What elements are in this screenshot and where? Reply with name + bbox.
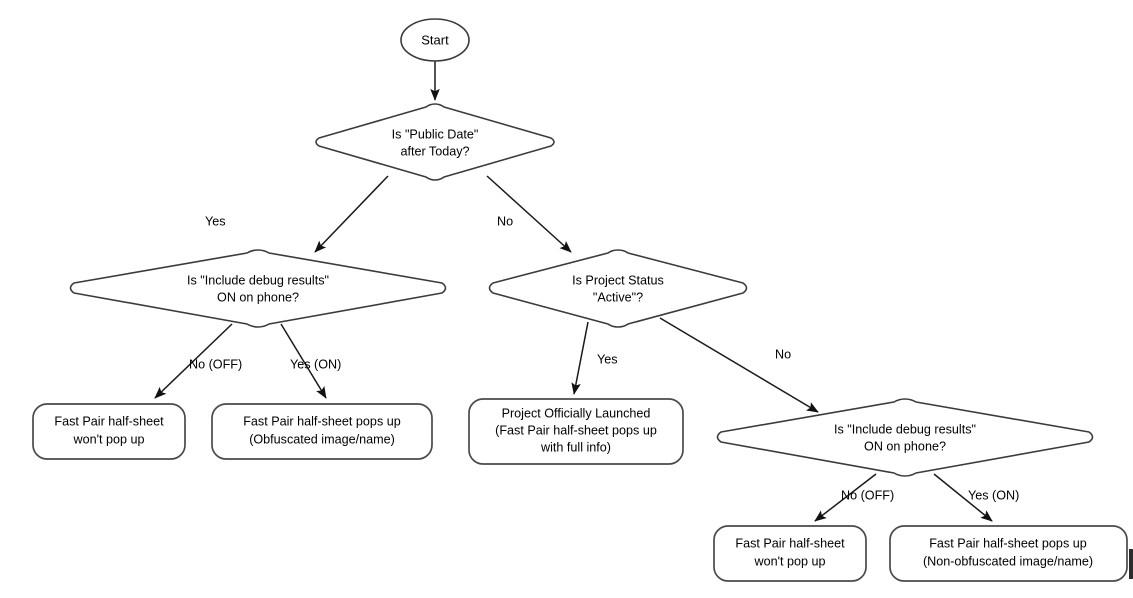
edge-public-date-yes: Yes <box>205 175 389 253</box>
node-terminal-obfuscated-line1: Fast Pair half-sheet pops up <box>243 414 401 428</box>
node-start[interactable]: Start <box>400 18 470 62</box>
edge-label-debug-right-on: Yes (ON) <box>968 488 1019 502</box>
node-decision-debug-right[interactable]: Is "Include debug results" ON on phone? <box>716 398 1094 477</box>
node-decision-project-status-line1: Is Project Status <box>572 273 664 287</box>
node-terminal-launched-line2: (Fast Pair half-sheet pops up <box>495 423 657 437</box>
node-decision-project-status[interactable]: Is Project Status "Active"? <box>488 249 748 328</box>
node-decision-debug-left[interactable]: Is "Include debug results" ON on phone? <box>69 249 447 328</box>
edge-crop-artifact <box>1129 549 1133 579</box>
node-decision-debug-right-line2: ON on phone? <box>864 439 946 453</box>
node-terminal-obfuscated-line2: (Obfuscated image/name) <box>249 432 395 446</box>
node-terminal-no-popup-left[interactable]: Fast Pair half-sheet won't pop up <box>32 403 186 460</box>
node-decision-public-date[interactable]: Is "Public Date" after Today? <box>315 103 555 181</box>
edge-debug-right-on: Yes (ON) <box>933 473 1019 522</box>
node-terminal-launched-line3: with full info) <box>540 440 611 454</box>
edge-status-yes: Yes <box>571 321 618 395</box>
node-terminal-launched[interactable]: Project Officially Launched (Fast Pair h… <box>468 398 684 465</box>
node-terminal-no-popup-right-line2: won't pop up <box>753 554 825 568</box>
node-terminal-no-popup-left-line2: won't pop up <box>72 432 144 446</box>
node-terminal-no-popup-left-line1: Fast Pair half-sheet <box>54 414 164 428</box>
node-start-label: Start <box>421 32 449 47</box>
edge-label-status-yes: Yes <box>597 352 618 366</box>
edge-label-debug-left-on: Yes (ON) <box>290 357 341 371</box>
node-terminal-no-popup-right-line1: Fast Pair half-sheet <box>735 536 845 550</box>
edge-debug-left-on: Yes (ON) <box>280 323 341 399</box>
node-terminal-no-popup-right[interactable]: Fast Pair half-sheet won't pop up <box>713 525 867 582</box>
edge-status-no: No <box>659 317 819 413</box>
node-decision-project-status-line2: "Active"? <box>593 290 643 304</box>
edge-public-date-no: No <box>486 175 572 253</box>
node-decision-debug-right-line1: Is "Include debug results" <box>834 422 976 436</box>
edge-debug-right-off: No (OFF) <box>814 473 894 522</box>
node-terminal-non-obfuscated-line2: (Non-obfuscated image/name) <box>923 554 1093 568</box>
node-terminal-obfuscated[interactable]: Fast Pair half-sheet pops up (Obfuscated… <box>211 403 433 460</box>
node-decision-public-date-line1: Is "Public Date" <box>392 127 479 141</box>
node-decision-debug-left-line1: Is "Include debug results" <box>187 273 329 287</box>
node-terminal-non-obfuscated[interactable]: Fast Pair half-sheet pops up (Non-obfusc… <box>889 525 1128 582</box>
node-decision-public-date-line2: after Today? <box>400 144 469 158</box>
node-decision-debug-left-line2: ON on phone? <box>217 290 299 304</box>
edge-label-debug-left-off: No (OFF) <box>189 357 242 371</box>
edge-label-public-date-no: No <box>497 214 513 228</box>
edge-debug-left-off: No (OFF) <box>154 323 242 399</box>
edge-label-public-date-yes: Yes <box>205 214 226 228</box>
node-terminal-launched-line1: Project Officially Launched <box>502 406 651 420</box>
edge-label-debug-right-off: No (OFF) <box>841 488 894 502</box>
edge-label-status-no: No <box>775 347 791 361</box>
node-terminal-non-obfuscated-line1: Fast Pair half-sheet pops up <box>929 536 1087 550</box>
